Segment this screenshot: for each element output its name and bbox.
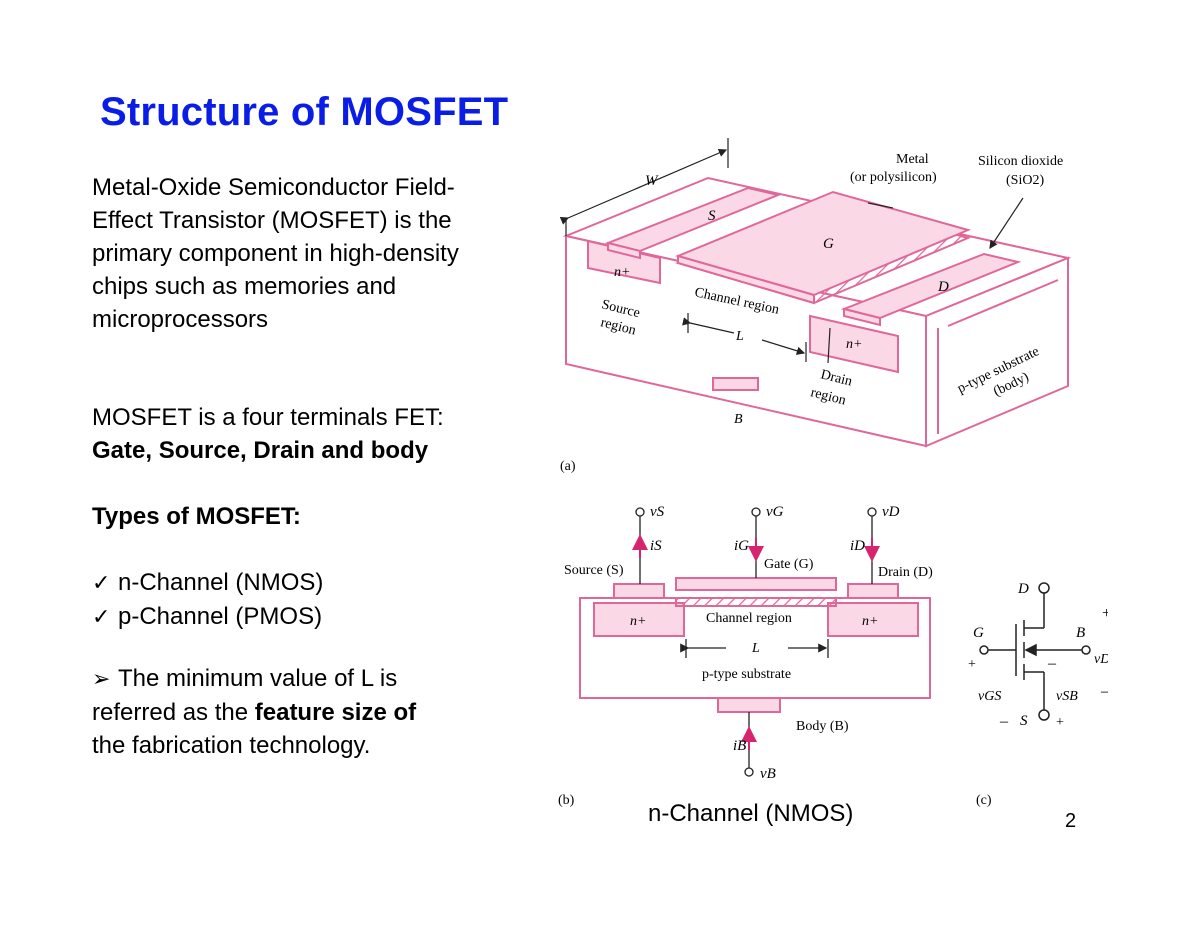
caption-c: (c) [976, 793, 992, 808]
slide-title: Structure of MOSFET [100, 90, 509, 134]
symbol-label-G: G [973, 625, 984, 641]
feature-size-note: ➢The minimum value of L is referred as t… [92, 662, 532, 762]
label-substrate-b: p-type substrate [702, 667, 791, 682]
label-n-plus-right: n+ [862, 614, 878, 629]
vgs-minus: – [999, 713, 1009, 730]
note-line-2: referred as the feature size of [92, 699, 417, 726]
label-vG: vG [766, 504, 784, 520]
terminals-list: Gate, Source, Drain and body [92, 437, 429, 464]
label-B: B [734, 412, 743, 427]
label-vD: vD [882, 504, 900, 520]
label-W: W [645, 173, 659, 189]
nmos-circuit-symbol [979, 582, 1091, 721]
label-vB: vB [760, 766, 776, 782]
types-heading: Types of MOSFET: [92, 503, 301, 530]
page-number: 2 [1065, 810, 1077, 832]
intro-paragraph: Metal-Oxide Semiconductor Field- Effect … [92, 171, 532, 336]
label-n-plus-drain: n+ [846, 337, 862, 352]
note-line-3: the fabrication technology. [92, 732, 371, 759]
label-silicon-dioxide: Silicon dioxide [978, 154, 1063, 169]
label-G: G [823, 236, 834, 252]
intro-line: Effect Transistor (MOSFET) is the [92, 207, 452, 234]
label-n-plus-left: n+ [630, 614, 646, 629]
label-iB: iB [733, 738, 746, 754]
check-icon: ✓ [92, 605, 111, 630]
types-section: Types of MOSFET: ✓n-Channel (NMOS) ✓p-Ch… [92, 500, 532, 634]
symbol-label-D: D [1017, 581, 1029, 597]
label-drain-region-1: Drain [819, 367, 854, 389]
vsb-plus: + [1056, 715, 1064, 730]
intro-line: chips such as memories and [92, 273, 397, 300]
caption-a: (a) [560, 459, 576, 474]
mosfet-figure: W S G D n+ n+ Metal (or polysilicon) Sil… [558, 138, 1108, 827]
note-line-1: ➢The minimum value of L is [92, 662, 532, 696]
label-sio2: (SiO2) [1006, 173, 1044, 188]
terminals-paragraph: MOSFET is a four terminals FET: Gate, So… [92, 401, 532, 467]
label-source-terminal: Source (S) [564, 563, 624, 578]
label-body-terminal: Body (B) [796, 719, 849, 734]
label-metal: Metal [896, 152, 929, 167]
caption-b: (b) [558, 793, 575, 808]
label-channel-region-b: Channel region [706, 611, 792, 626]
arrow-bullet-icon: ➢ [92, 667, 111, 692]
label-iG: iG [734, 538, 749, 554]
vsb-minus: – [1047, 655, 1057, 672]
symbol-label-vDS: vDS [1094, 652, 1108, 667]
label-iS: iS [650, 538, 662, 554]
intro-line: microprocessors [92, 306, 269, 333]
intro-line: primary component in high-density [92, 240, 459, 267]
label-vS: vS [650, 504, 665, 520]
check-icon: ✓ [92, 571, 111, 596]
label-iD: iD [850, 538, 865, 554]
vgs-plus: + [968, 657, 976, 672]
label-drain-terminal: Drain (D) [878, 565, 933, 580]
vds-plus: + [1102, 605, 1108, 622]
symbol-label-B: B [1076, 625, 1085, 641]
mosfet-3d-dimension-lines [559, 138, 1024, 364]
label-L-b: L [751, 641, 760, 656]
label-S: S [708, 208, 716, 224]
nmos-caption: n-Channel (NMOS) [648, 800, 853, 827]
label-gate-terminal: Gate (G) [764, 557, 814, 572]
symbol-label-vGS: vGS [978, 689, 1001, 704]
mosfet-cross-section [579, 577, 931, 713]
current-arrows [632, 534, 880, 750]
label-L: L [735, 329, 744, 344]
label-n-plus-source: n+ [614, 265, 630, 280]
symbol-label-vSB: vSB [1056, 689, 1078, 704]
type-item-pmos: ✓p-Channel (PMOS) [92, 600, 532, 634]
mosfet-3d-diagram [562, 176, 1072, 448]
type-item-nmos: ✓n-Channel (NMOS) [92, 566, 532, 600]
intro-line: Metal-Oxide Semiconductor Field- [92, 174, 455, 201]
label-D: D [937, 279, 949, 295]
vds-minus: – [1100, 683, 1108, 700]
terminals-line: MOSFET is a four terminals FET: [92, 404, 444, 431]
symbol-label-S: S [1020, 713, 1028, 729]
label-polysilicon: (or polysilicon) [850, 170, 937, 185]
